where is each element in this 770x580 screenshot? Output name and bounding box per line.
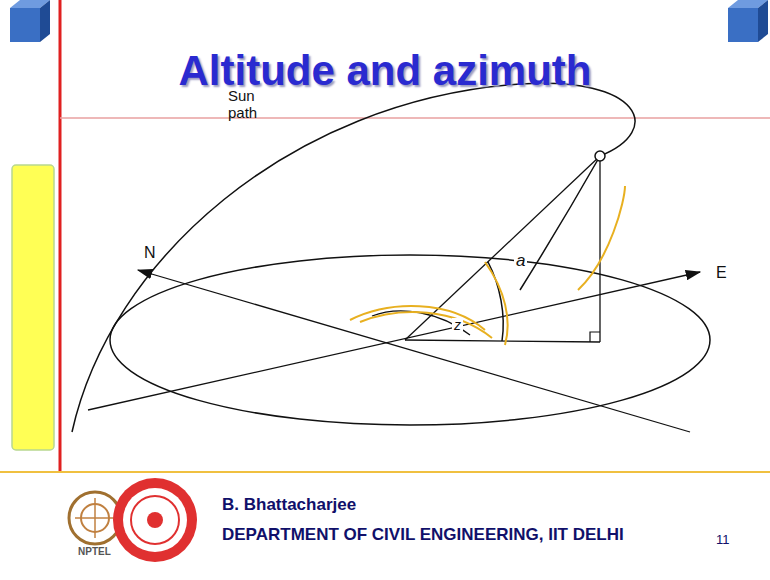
horizon-ellipse [110,255,710,425]
frame-line [59,0,62,472]
right-angle [590,332,600,342]
axis-label: E [716,264,727,282]
angle-label: z [452,318,463,333]
east-axis [88,272,700,410]
logo-text: NPTEL [78,546,111,557]
side-panel [12,165,54,450]
title-rule [60,117,770,119]
vertical-line [599,161,600,342]
iit-logo [113,478,197,562]
hand-annotation [350,186,625,345]
footer-rule [0,471,770,473]
slide-number: 11 [716,533,730,547]
sun-ray [405,156,600,340]
angle-label: a [514,252,527,271]
axis-label: Sun path [228,88,274,121]
slide-title: Altitude and azimuth [0,48,770,94]
author-name: B. Bhattacharjee [222,496,356,515]
sun-symbol [595,151,605,161]
axis-label: N [144,244,156,262]
corner-cube [728,0,768,42]
north-axis [138,270,690,432]
altitude-arc [488,262,503,341]
sun-path [72,83,635,432]
department-name: DEPARTMENT OF CIVIL ENGINEERING, IIT DEL… [222,526,624,545]
corner-cube [10,0,50,42]
